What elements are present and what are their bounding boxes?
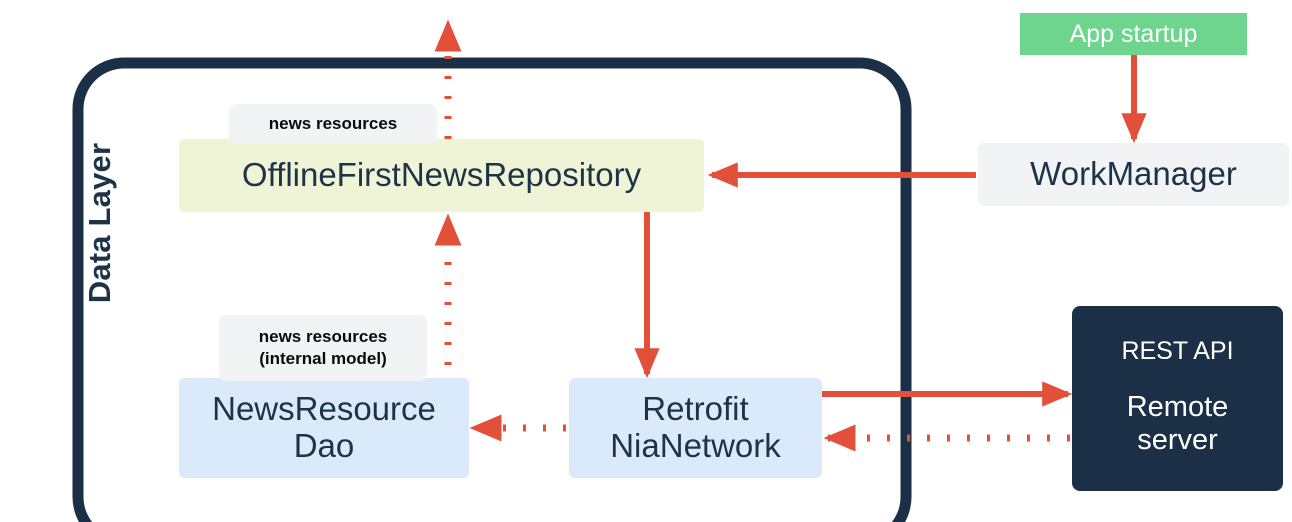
node-label: WorkManager	[1030, 155, 1237, 193]
remote-server-line2: server	[1137, 423, 1218, 456]
node-label: Retrofit NiaNetwork	[610, 390, 781, 465]
tag-label-line1: news resources	[258, 326, 388, 346]
tag-label-line2: (internal model)	[259, 349, 387, 368]
node-label-line1: Retrofit	[642, 390, 749, 428]
node-label: App startup	[1069, 20, 1198, 48]
remote-server-subtitle: Remote server	[1127, 391, 1229, 456]
tag-news-resources-repository: news resources	[229, 104, 437, 144]
tag-label: news resources (internal model)	[259, 326, 388, 370]
node-offline-first-news-repository[interactable]: OfflineFirstNewsRepository	[179, 139, 704, 212]
node-app-startup[interactable]: App startup	[1020, 13, 1247, 55]
node-remote-server[interactable]: REST API Remote server	[1072, 306, 1283, 491]
node-label-line2: NiaNetwork	[610, 427, 781, 464]
tag-news-resources-internal-model: news resources (internal model)	[219, 315, 427, 381]
node-label-line1: NewsResource	[212, 390, 436, 428]
tag-label: news resources	[268, 113, 398, 133]
node-label-line2: Dao	[293, 427, 355, 464]
node-retrofit-nia-network[interactable]: Retrofit NiaNetwork	[569, 378, 822, 478]
remote-server-line1: Remote	[1126, 391, 1229, 424]
remote-server-title: REST API	[1121, 337, 1234, 366]
node-news-resource-dao[interactable]: NewsResource Dao	[179, 378, 469, 478]
data-layer-label: Data Layer	[82, 142, 117, 304]
node-label: OfflineFirstNewsRepository	[241, 156, 642, 194]
node-work-manager[interactable]: WorkManager	[978, 143, 1289, 206]
node-label: NewsResource Dao	[212, 390, 436, 465]
